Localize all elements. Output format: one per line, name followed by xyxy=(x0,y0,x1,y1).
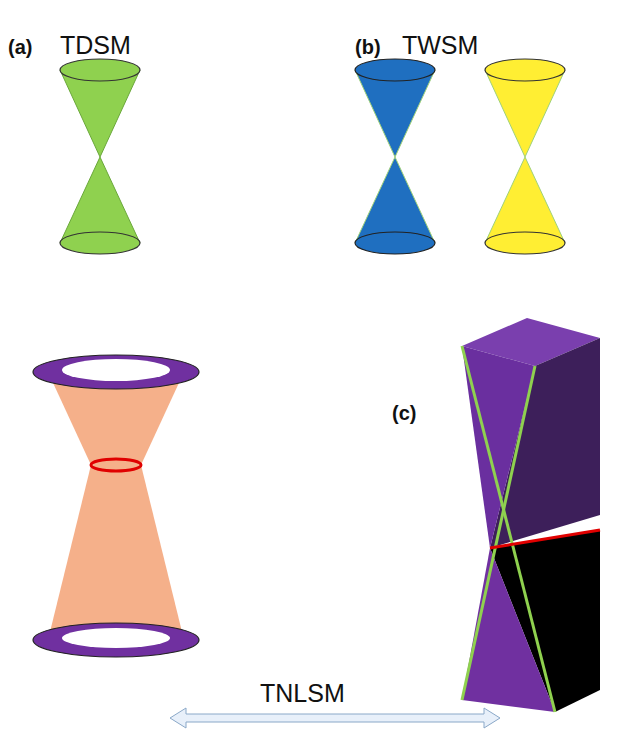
panel-letter: (b) xyxy=(355,36,381,58)
lower-cone xyxy=(355,157,435,243)
panel-title: TDSM xyxy=(60,32,131,60)
lower-cone xyxy=(485,157,565,243)
annulus-hole xyxy=(62,359,170,381)
upper-cone xyxy=(485,70,565,157)
annulus xyxy=(33,623,199,657)
weyl-cone xyxy=(485,59,565,254)
lower-cone xyxy=(48,465,184,640)
cone-rim xyxy=(355,59,435,81)
cone-rim xyxy=(355,232,435,254)
lower-cone xyxy=(60,157,140,243)
dirac-cone xyxy=(60,59,140,254)
nodal-line-box xyxy=(462,318,600,712)
cone-rim xyxy=(60,232,140,254)
weyl-cone xyxy=(355,59,435,254)
upper-front xyxy=(462,346,535,548)
panel-letter: (c) xyxy=(392,402,416,424)
cone-rim xyxy=(60,59,140,81)
cone-rim xyxy=(485,59,565,81)
nodal-ring-cone xyxy=(33,355,199,657)
nodal-line xyxy=(490,530,600,548)
double-arrow xyxy=(170,708,500,728)
panel-letter: (a) xyxy=(8,36,32,58)
annulus-hole xyxy=(62,628,170,648)
band-edge xyxy=(462,346,555,712)
upper-cone xyxy=(60,70,140,157)
band-edge xyxy=(462,366,535,700)
upper-cone xyxy=(355,70,435,157)
cone-rim xyxy=(485,232,565,254)
nodal-ring xyxy=(91,459,141,471)
panel-title: TWSM xyxy=(402,32,478,60)
panel-title: TNLSM xyxy=(260,680,345,708)
annulus xyxy=(33,355,199,389)
